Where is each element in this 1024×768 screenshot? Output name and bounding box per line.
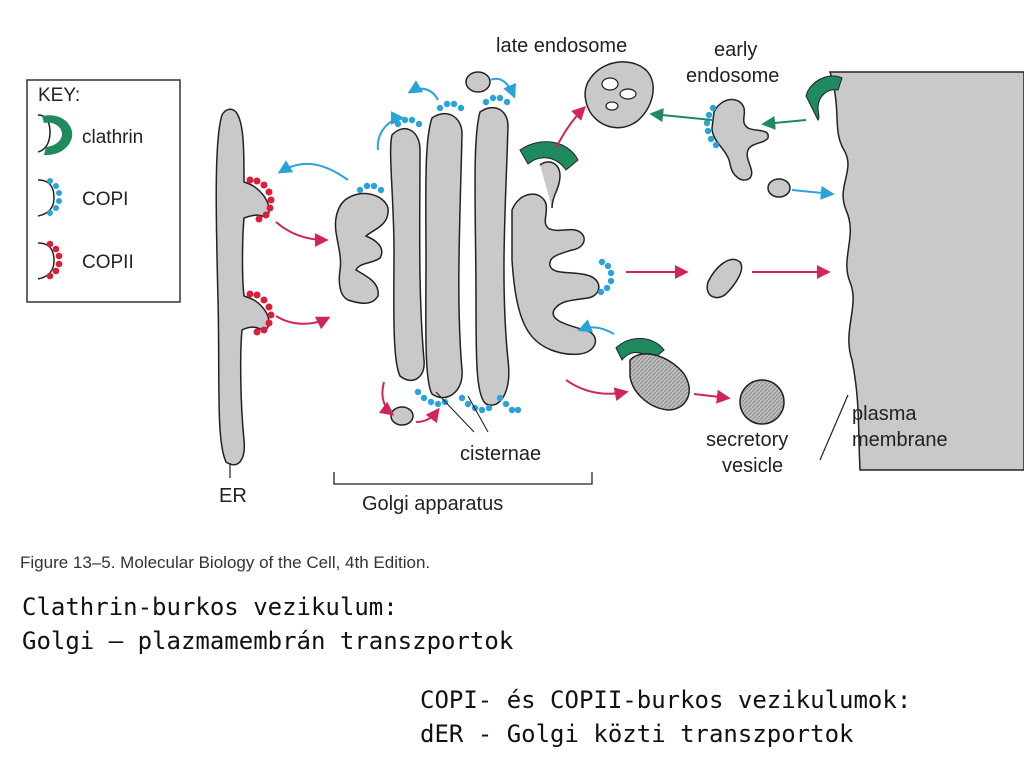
clathrin-note-line1: Clathrin-burkos vezikulum: [22, 593, 398, 621]
golgi-apparatus-label: Golgi apparatus [362, 493, 503, 515]
transport-arrows [275, 77, 835, 424]
late-endosome [584, 61, 654, 129]
secretory-vesicles [629, 258, 785, 425]
early-endosome [703, 98, 791, 198]
clathrin-note-line2: Golgi – plazmamembrán transzportok [22, 627, 514, 655]
plasma-membrane [805, 71, 1024, 471]
secretory-vesicle-label-line2: vesicle [722, 455, 783, 477]
er-membrane [215, 108, 275, 466]
key-copi-label: COPI [82, 189, 128, 210]
plasma-membrane-label-line1: plasma [852, 403, 917, 425]
cisternae-label: cisternae [460, 443, 541, 465]
clathrin-note: Clathrin-burkos vezikulum: Golgi – plazm… [22, 590, 513, 658]
key-copi-icon [37, 178, 62, 217]
early-endosome-label-line2: endosome [686, 65, 779, 87]
key-clathrin-icon [37, 114, 73, 156]
key-copii-icon [37, 240, 63, 280]
plasma-membrane-label-line2: membrane [852, 429, 948, 451]
key-box: KEY: clathrin COPI COPII [26, 79, 181, 303]
vesicle-transport-diagram: KEY: clathrin COPI COPII [26, 35, 1024, 515]
late-endosome-label: late endosome [496, 35, 627, 57]
cisternae-pointers [435, 391, 489, 433]
cop-note: COPI- és COPII-burkos vezikulumok: dER -… [420, 683, 911, 751]
secretory-vesicle-label-line1: secretory [706, 429, 788, 451]
golgi-bracket [333, 472, 593, 485]
figure-caption: Figure 13–5. Molecular Biology of the Ce… [20, 553, 431, 572]
early-endosome-label-line1: early [714, 39, 757, 61]
key-copii-label: COPII [82, 252, 134, 273]
key-title: KEY: [38, 85, 80, 106]
golgi-stack [334, 71, 600, 426]
cop-note-line1: COPI- és COPII-burkos vezikulumok: [420, 686, 912, 714]
er-label: ER [219, 485, 247, 507]
key-clathrin-label: clathrin [82, 127, 143, 148]
cop-note-line2: dER - Golgi közti transzportok [420, 720, 854, 748]
